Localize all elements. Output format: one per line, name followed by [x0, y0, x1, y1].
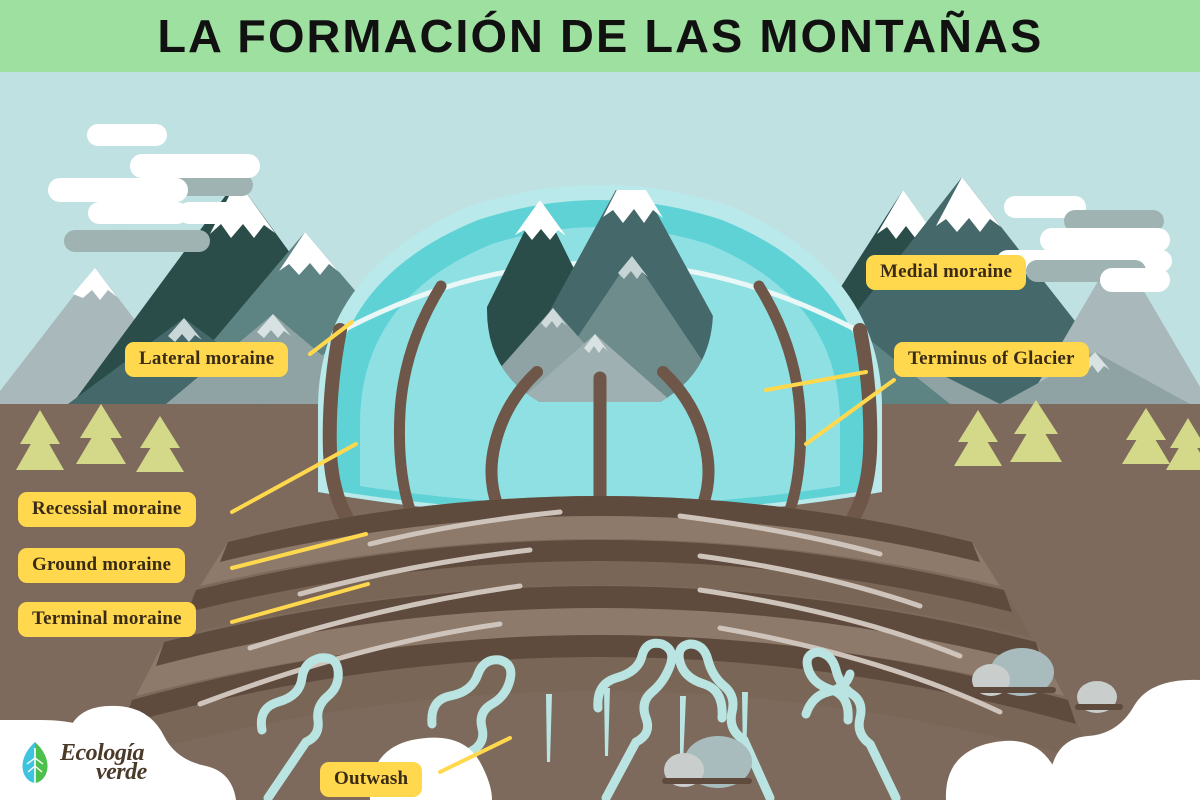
ecologia-verde-logo[interactable]: Ecología verde: [18, 740, 178, 785]
cloud-shape-r-white-5: [1100, 268, 1170, 292]
label-terminal-moraine[interactable]: Terminal moraine: [18, 602, 196, 637]
page-title: LA FORMACIÓN DE LAS MONTAÑAS: [157, 10, 1043, 62]
boulder-shadow: [662, 778, 752, 784]
cloud-shape-white-3: [48, 178, 188, 202]
leader-recessial: [230, 442, 358, 514]
cloud-left: [48, 124, 260, 252]
logo-word-ecologia: Ecología: [60, 740, 145, 766]
cloud-shape-r-white-1: [1004, 196, 1086, 218]
boulder-shadow-2: [970, 687, 1056, 693]
cloud-shape-white-5: [178, 202, 236, 224]
outwash-streams: [256, 638, 901, 800]
glacier-diagram-illustration: [0, 72, 1200, 800]
cutout-right-mid: [945, 740, 1064, 800]
label-medial-moraine[interactable]: Medial moraine: [866, 255, 1027, 290]
snow-cap-teal-front-left: [168, 318, 202, 342]
stream-3: [593, 638, 677, 800]
mountain-gray-front-right-b: [1000, 352, 1190, 404]
boulder-group-right: [970, 648, 1056, 696]
leader-outwash: [438, 736, 512, 774]
center-snow-dark: [515, 200, 566, 240]
cloud-shape-r-white-2: [1040, 228, 1170, 252]
leader-medial: [764, 370, 868, 392]
medial-moraine-stripe-right-inner: [657, 366, 715, 518]
moraine-ridge-1-highlight-b: [677, 513, 883, 557]
snow-cap-dark-right: [877, 190, 934, 239]
moraine-ridge-2-highlight: [297, 547, 533, 597]
label-lateral-moraine[interactable]: Lateral moraine: [125, 342, 289, 377]
medial-moraine-stripe-right-outer: [753, 280, 807, 516]
clouds: [48, 124, 1172, 292]
rill-b: [680, 696, 686, 764]
stream-1: [256, 653, 343, 800]
stream-2: [427, 655, 516, 800]
snow-cap-gray-front-left: [257, 314, 291, 338]
label-terminus-glacier[interactable]: Terminus of Glacier: [894, 342, 1089, 377]
moraine-stripes-on-ice: [322, 280, 878, 523]
title-banner: LA FORMACIÓN DE LAS MONTAÑAS: [0, 0, 1200, 72]
center-snow-gray-front: [584, 334, 608, 353]
cutout-right-edge: [1052, 679, 1200, 800]
boulder-group-far-right: [1075, 681, 1123, 713]
label-outwash[interactable]: Outwash: [320, 762, 423, 797]
boulders: [662, 648, 1123, 788]
leaf-icon: [22, 742, 48, 783]
stream-6: [801, 669, 855, 719]
logo-wordmark: Ecología verde: [60, 740, 178, 785]
tree-right-3: [1122, 408, 1170, 464]
cutout-left-large: [0, 705, 236, 800]
outwash-rills: [546, 688, 748, 764]
rill-a: [742, 692, 748, 760]
moraine-ridge-4-highlight: [197, 621, 503, 707]
moraine-ridge-3-top: [156, 586, 1044, 666]
tree-right-1: [954, 410, 1002, 466]
moraine-ridge-1-highlight: [367, 509, 563, 547]
snow-cap-pale-left: [73, 268, 117, 300]
snow-cap-mid-right: [936, 177, 1001, 232]
stream-4: [674, 639, 775, 800]
logo-word-verde: verde: [96, 759, 147, 785]
moraine-ridge-4-top: [124, 635, 1076, 724]
moraine-ridge-4-highlight-b: [717, 625, 1003, 715]
moraine-ridge-3-highlight: [247, 583, 523, 651]
moraine-ridge-2-highlight-b: [697, 553, 923, 609]
terminal-moraine-ridges: [108, 496, 1092, 762]
boulder-shadow-3: [1075, 704, 1123, 710]
tree-left-1: [16, 410, 64, 470]
center-snow-gray-left: [541, 308, 567, 328]
leader-ground: [230, 532, 368, 570]
leader-lateral: [308, 320, 354, 356]
label-ground-moraine[interactable]: Ground moraine: [18, 548, 186, 583]
conifer-trees: [16, 400, 1200, 472]
center-mountain-gray-front: [518, 334, 672, 402]
rill-c: [546, 694, 552, 762]
moraine-ridge-1-top: [220, 496, 980, 562]
tree-left-3: [136, 416, 184, 472]
snow-cap-mid-left: [279, 232, 339, 275]
lateral-moraine-stripe-left: [322, 323, 353, 523]
tree-right-2: [1010, 400, 1062, 462]
label-leader-lines: [230, 320, 896, 774]
cloud-shape-white-4: [88, 202, 188, 224]
cloud-shape-gray-3: [110, 230, 210, 252]
center-snow-gray-right: [618, 256, 648, 279]
rill-d: [604, 688, 610, 756]
boulder-group-left: [662, 736, 752, 788]
label-recessial-moraine[interactable]: Recessial moraine: [18, 492, 196, 527]
tree-right-4: [1166, 418, 1200, 470]
medial-moraine-stripe-left-inner: [485, 366, 543, 518]
cloud-shape-white-2: [130, 154, 260, 178]
tree-left-2: [76, 404, 126, 464]
cloud-shape-white-1: [87, 124, 167, 146]
center-snow-main: [603, 190, 663, 223]
moraine-ridge-2-top: [188, 540, 1012, 612]
cloud-shape-r-gray-1: [1064, 210, 1164, 232]
moraine-ridge-3-highlight-b: [697, 587, 963, 659]
cloud-right: [996, 196, 1172, 292]
leader-terminal: [230, 582, 370, 624]
medial-moraine-stripe-left-outer: [393, 280, 447, 516]
leader-terminus: [804, 378, 896, 446]
lateral-moraine-stripe-right: [847, 323, 878, 523]
